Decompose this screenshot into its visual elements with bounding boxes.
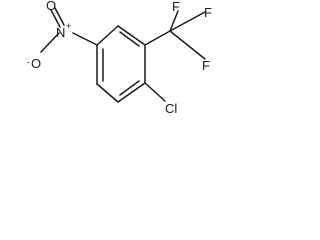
oxygen-negative-charge: -	[27, 57, 30, 67]
oxygen-bottom-label: O	[31, 56, 41, 71]
structure-diagram: F F F Cl N + O - O	[0, 0, 226, 138]
fluorine-bottom-label: F	[202, 58, 210, 73]
oxygen-top-label: O	[46, 0, 56, 13]
bond-ring-cf3	[144, 30, 171, 46]
bond-n-o-left	[40, 32, 60, 53]
ring-bond-c2-c3	[117, 25, 146, 46]
nitrogen-label: N	[56, 25, 65, 40]
ring-double-bond-inner-2	[119, 80, 140, 96]
bond-n-o-up-b	[54, 7, 65, 26]
ring-bond-c4-c5	[117, 82, 146, 103]
fluorine-top-label: F	[172, 0, 180, 14]
ring-bond-c5-c6	[96, 83, 119, 103]
bond-n-o-up-a	[50, 9, 61, 28]
nitrogen-positive-charge: +	[66, 21, 71, 31]
bond-c-f-right	[169, 11, 206, 32]
fluorine-right-label: F	[204, 5, 212, 20]
bond-c-f-top	[169, 10, 179, 32]
chlorine-label: Cl	[165, 101, 177, 116]
bond-c-f-bottom	[169, 30, 206, 60]
bond-ring-cl	[144, 82, 166, 102]
bond-ring-nitro	[72, 32, 98, 46]
ring-double-bond-inner-1	[119, 31, 140, 47]
ring-bond-c1-c2	[96, 25, 119, 46]
molecule-structure: F F F Cl N + O - O	[27, 0, 212, 116]
